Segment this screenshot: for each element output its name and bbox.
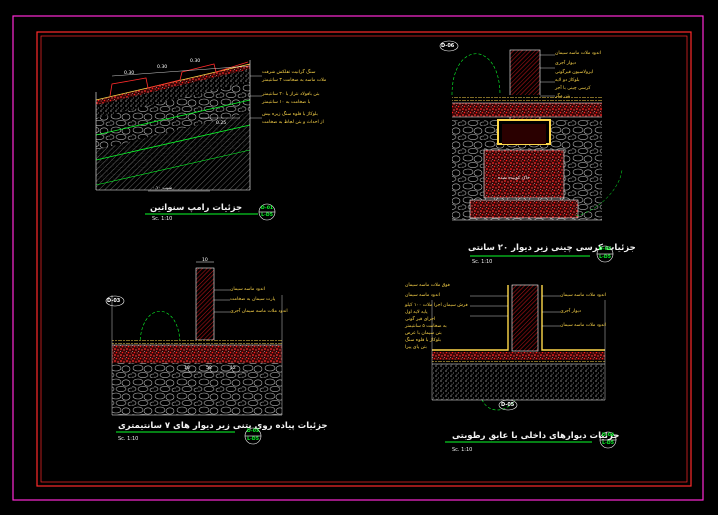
- detail-ramp: [95, 60, 276, 221]
- wall-note-left-7: بتن سیمان با عرض: [405, 331, 442, 336]
- wall-scale: Sc. 1:10: [452, 447, 473, 453]
- walkway-dim-1: 16: [184, 366, 190, 371]
- ramp-dim-2: 0.30: [157, 65, 168, 70]
- wall-note-left-9: بتن پای پیرا: [405, 345, 427, 350]
- wall-note-left-1: فوق ملات ماسه سیمان: [405, 283, 450, 288]
- inner-frame-2: [40, 35, 688, 483]
- ramp-concrete-layer: [96, 68, 250, 118]
- foundation-note-1: اندود ملات ماسه سیمان: [555, 51, 601, 56]
- wall-note-left-6: به ضخامت ۵ سانتیمتر: [405, 324, 447, 329]
- wall-tag-top: D-04: [601, 433, 615, 438]
- walkway-ref: D-03: [107, 298, 121, 304]
- wall-note-left-3: فرش سیمان اجرا ملات ۱۰۰ کیلو: [405, 303, 468, 308]
- ramp-hatch-ground: [96, 112, 250, 190]
- walkway-tag-top: D-03: [246, 429, 260, 434]
- foundation-note-2: دیوار آجری: [555, 61, 576, 66]
- walkway-tag-bottom: L-D5: [247, 437, 259, 442]
- walkway-note-1: اندود ماسه سیمان: [230, 287, 265, 292]
- ramp-note-3: بتن بافولاد نتراز با ۲۰ سانتیمتر: [262, 92, 320, 97]
- ramp-note-2: ملات ماسه به ضخامت ۳ سانتیمتر: [262, 78, 327, 83]
- foundation-footing: [483, 149, 565, 199]
- detail-walkway: [105, 261, 283, 445]
- ramp-note-4: با ضخامت به ۱۰ سانتیمتر: [262, 100, 311, 105]
- ramp-steps: [109, 61, 249, 97]
- inner-frame: [36, 31, 692, 487]
- ramp-dim-1: 0.30: [124, 71, 135, 76]
- wall-note-right-3: اندود ملات ماسه سیمان: [560, 323, 606, 328]
- wall-title: جزئیات دیوارهای داخلی با عایق رطوبتی: [452, 431, 620, 441]
- walkway-scale: Sc. 1:10: [118, 436, 139, 442]
- detail-interior-wall: [431, 284, 617, 449]
- foundation-note-3: ایزولاسیون قیرگونی: [555, 70, 594, 75]
- foundation-ref: D-06: [441, 43, 455, 49]
- wall-note-right-2: دیوار آجری: [560, 309, 581, 314]
- ramp-tag-top: D-01: [260, 206, 274, 211]
- ramp-note-1: سنگ گرانیت تفلکش شرفت: [262, 70, 316, 75]
- ramp-note-6: از احداث و بتن لجاظ به ضخامت: [262, 120, 324, 125]
- ramp-title: جزئیات رامپ سنواتین: [150, 203, 243, 213]
- foundation-tag-bottom: L-D5: [599, 255, 611, 260]
- walkway-dim-wall: 10: [202, 258, 208, 263]
- foundation-fill-label: خاک کوبیده شده: [498, 176, 530, 181]
- wall-ref: D-05: [501, 402, 515, 408]
- ramp-base-dim: 0.25: [216, 121, 227, 126]
- ramp-dim-3: 0.30: [190, 59, 201, 64]
- wall-note-right-1: اندود ملات ماسه سیمان: [560, 293, 606, 298]
- foundation-note-6: بتن مگر: [555, 94, 571, 99]
- foundation-note-5: کرسی چینی با آجر: [555, 86, 591, 91]
- walkway-dim-3: 12: [230, 366, 236, 371]
- outer-frame: [12, 15, 704, 501]
- ramp-note-5: بلوکاژ با قلوه سنگ زیره بیش: [262, 112, 318, 117]
- walkway-title: جزئیات پیاده روی بتنی زیر دیوار های ۷ سا…: [118, 421, 328, 431]
- wall-note-left-4: پایه لایه اول: [405, 310, 428, 315]
- wall-note-left-5: اجرای قیر گونی: [405, 317, 436, 322]
- foundation-tag-top: D-02: [598, 247, 612, 252]
- foundation-scale: Sc. 1:10: [472, 259, 493, 265]
- ramp-red-strip: [96, 64, 250, 105]
- ramp-tag-bottom: L-D5: [261, 213, 273, 218]
- ramp-slope-label: شیب ۰.۱۰: [152, 186, 173, 191]
- detail-foundation: [439, 40, 623, 263]
- walkway-note-3: اندود ملات ماسه سیمان آجری: [230, 309, 288, 314]
- foundation-note-4: بلوکاژ دو لایه: [555, 78, 580, 83]
- wall-tag-bottom: L-D5: [602, 441, 614, 446]
- wall-note-left-2: اندود ماسه سیمان: [405, 293, 440, 298]
- walkway-dim-2: 58: [206, 366, 212, 371]
- foundation-title: جزئیات کرسی چینی زیر دیوار ۲۰ سانتی: [468, 243, 636, 253]
- wall-note-left-8: بلوکاژ با قلوه سنگ: [405, 338, 441, 343]
- ramp-scale: Sc. 1:10: [152, 216, 173, 222]
- walkway-note-2: پارت سیمان به ضخامت: [230, 297, 276, 302]
